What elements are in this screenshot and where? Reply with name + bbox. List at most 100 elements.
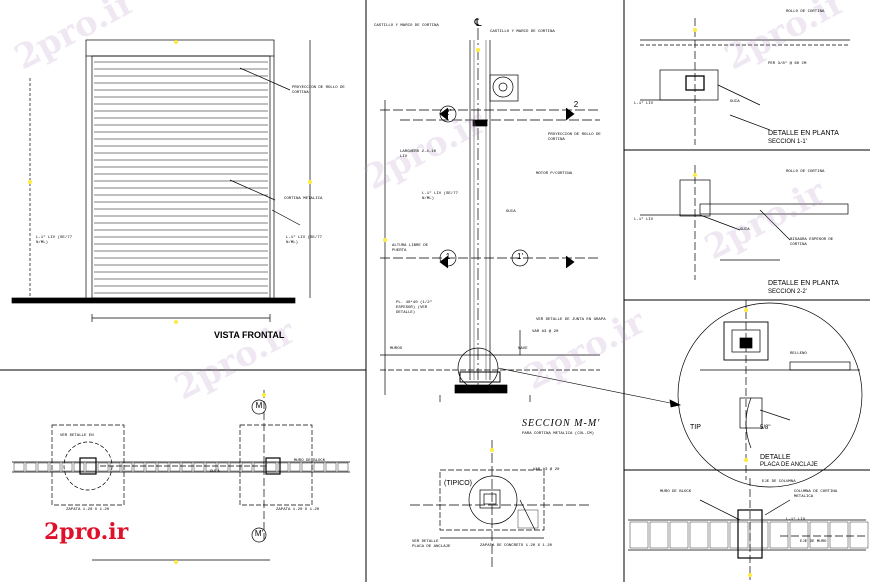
det1-note-4: GUIA xyxy=(730,100,740,104)
wall-block xyxy=(181,462,193,472)
wall-block xyxy=(121,462,133,472)
yellow-markers xyxy=(28,28,752,577)
wall-block xyxy=(769,521,789,549)
section-note-11: MUROS xyxy=(390,347,403,351)
wall-block xyxy=(133,462,145,472)
wall-block xyxy=(193,462,205,472)
section-note-7: L-1" LIV (SE/77 N/ML) xyxy=(422,192,459,201)
wall-block xyxy=(85,462,97,472)
centerline-symbol: ℄ xyxy=(474,17,482,29)
det1-note-3: L-1" LIV xyxy=(634,102,654,106)
plan-view-drawing xyxy=(12,390,350,561)
wall-block xyxy=(109,462,121,472)
wall-block xyxy=(669,521,689,549)
det1-note-1: ROLLO DE CORTINA xyxy=(786,10,825,14)
section-note-9: PL. 40*40 (1/2" ESPESOR) (VER DETALLE) xyxy=(396,301,433,315)
section-note-12: NAVE xyxy=(518,347,528,351)
section-bubble-1prime: 1' xyxy=(517,252,523,261)
front-note-2: CORTINA METALICA xyxy=(284,197,323,201)
wall-block xyxy=(61,462,73,472)
wall-block xyxy=(157,462,169,472)
wall-block xyxy=(325,462,337,472)
det4-note-4: L-1" LIV xyxy=(786,518,806,522)
plan-note-5: ZAPATA 1.20 X 1.20 xyxy=(276,508,320,512)
det2-note-3: GUIA xyxy=(740,228,750,232)
plan-bubble-m: M xyxy=(255,401,263,410)
anchor-small-note-2: ZAPATA DE CONCRETO 1.20 X 1.20 xyxy=(480,544,553,548)
section-note-6: GUIA xyxy=(506,210,516,214)
wall-block xyxy=(37,462,49,472)
wall-block xyxy=(205,462,217,472)
det4-note-5: EJE DE MURO xyxy=(800,540,827,544)
det2-drawing xyxy=(640,165,849,280)
wall-block xyxy=(789,521,809,549)
det4-drawing xyxy=(628,478,869,580)
wall-block xyxy=(709,521,729,549)
section-subtitle: PARA CORTINA METALICA (COL-CM) xyxy=(522,432,595,436)
section-bubble-2prime: 2' xyxy=(445,108,451,117)
anchor-small-note-1: VAR #3 @ 20 xyxy=(533,468,560,472)
wall-block xyxy=(313,462,325,472)
wall-block xyxy=(253,462,265,472)
wall-block xyxy=(13,462,25,472)
section-note-8: ALTURA LIBRE DE PUERTA xyxy=(392,244,429,253)
front-note-4: L-1" LIV (SE/77 N/ML) xyxy=(286,236,323,245)
wall-block xyxy=(289,462,301,472)
det3-note-1: TIP xyxy=(690,424,701,431)
det4-note-3: COLUMNA DE CORTINA METALICA xyxy=(794,490,838,499)
det2-note-2: L-1" LIV xyxy=(634,218,654,222)
section-bubble-2: 2 xyxy=(573,100,579,109)
det3-note-2: 5/8" xyxy=(760,425,771,431)
wall-block xyxy=(649,521,669,549)
section-note-3: PROYECCION DE ROLLO DE CORTINA xyxy=(548,133,601,142)
det1-note-2: PER 3/8" @ 60 CM xyxy=(768,62,807,66)
front-note-1: PROYECCION DE ROLLO DE CORTINA xyxy=(292,86,345,95)
plan-bubble-m-prime: M' xyxy=(254,529,264,538)
det4-note-2: MURO DE BLOCK xyxy=(660,490,692,494)
det1-subtitle: SECCION 1-1' xyxy=(768,139,807,145)
wall-block xyxy=(849,521,869,549)
wall-block xyxy=(265,462,277,472)
section-note-2: CASTILLO Y MARCO DE CORTINA xyxy=(490,30,555,34)
det2-title: DETALLE EN PLANTA xyxy=(768,280,839,287)
anchor-small-tag: (TIPICO) xyxy=(444,480,472,487)
det3-title: DETALLE xyxy=(760,454,791,461)
wall-block xyxy=(145,462,157,472)
section-title: SECCION M-M' xyxy=(522,418,601,429)
wall-block xyxy=(49,462,61,472)
anchor-small-title: VER DETALLE PLACA DE ANCLAJE xyxy=(412,540,451,549)
site-logo: 2pro.ir xyxy=(44,519,129,545)
wall-block xyxy=(301,462,313,472)
section-view-drawing xyxy=(380,28,682,408)
det2-subtitle: SECCION 2-2' xyxy=(768,289,807,295)
section-note-1: CASTILLO Y MARCO DE CORTINA xyxy=(374,24,439,28)
front-view-drawing xyxy=(11,39,311,322)
wall-block xyxy=(629,521,649,549)
wall-block xyxy=(829,521,849,549)
wall-block xyxy=(241,462,253,472)
plan-note-2: MURO DE BLOCK xyxy=(294,459,326,463)
wall-block xyxy=(809,521,829,549)
wall-block xyxy=(97,462,109,472)
wall-block xyxy=(749,521,769,549)
det2-note-4: BISAGRA ESPESOR DE CORTINA xyxy=(790,238,834,247)
wall-block xyxy=(73,462,85,472)
det2-note-1: ROLLO DE CORTINA xyxy=(786,170,825,174)
section-note-13: VAR #3 @ 20 xyxy=(532,330,559,334)
det1-title: DETALLE EN PLANTA xyxy=(768,130,839,137)
wall-block xyxy=(337,462,349,472)
wall-block xyxy=(277,462,289,472)
wall-block xyxy=(25,462,37,472)
det3-subtitle: PLACA DE ANCLAJE xyxy=(760,462,818,468)
wall-block xyxy=(229,462,241,472)
wall-block xyxy=(729,521,749,549)
wall-block xyxy=(217,462,229,472)
section-note-4: LARGUERO 2-4-10 LIV xyxy=(400,150,437,159)
front-note-3: L-1" LIV (SE/77 N/ML) xyxy=(36,236,73,245)
plan-note-1: VER DETALLE EN xyxy=(60,434,94,438)
det3-note-3: RELLENO xyxy=(790,352,807,356)
front-view-title: VISTA FRONTAL xyxy=(214,330,285,340)
det1-drawing xyxy=(640,18,850,145)
